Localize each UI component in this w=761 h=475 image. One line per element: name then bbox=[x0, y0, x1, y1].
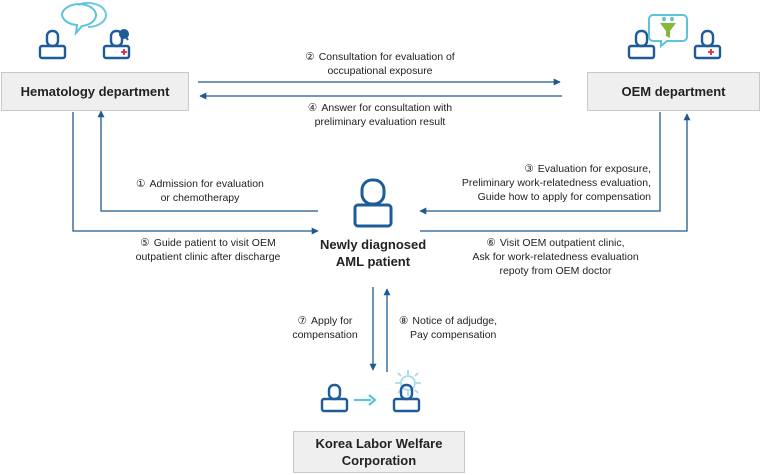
step-4-number: ④ bbox=[307, 102, 318, 114]
step-2-line1: Consultation for evaluation of bbox=[318, 51, 455, 63]
step-8-line1: Notice of adjudge, bbox=[412, 315, 498, 327]
speech-bubble-icon bbox=[60, 2, 107, 37]
step-1-number: ① bbox=[136, 178, 146, 190]
step-2-number: ② bbox=[305, 51, 315, 63]
kolwc-label-line1: Korea Labor Welfare bbox=[315, 436, 443, 451]
step-3-line1: Evaluation for exposure, bbox=[537, 163, 651, 175]
oem-department-label: OEM department bbox=[621, 84, 726, 99]
person-icon bbox=[353, 178, 393, 228]
step-8-number: ⑧ bbox=[399, 315, 409, 327]
step-5-number: ⑤ bbox=[140, 237, 150, 249]
arrow-step-1 bbox=[97, 110, 318, 212]
step-5-line1: Guide patient to visit OEM bbox=[153, 237, 276, 249]
funnel-icon bbox=[648, 14, 688, 49]
step-5-line2: outpatient clinic after discharge bbox=[135, 251, 281, 263]
korea-labor-welfare-box: Korea Labor Welfare Corporation bbox=[293, 431, 465, 473]
person-icon bbox=[627, 29, 656, 60]
step-6-line1: Visit OEM outpatient clinic, bbox=[499, 237, 625, 249]
doctor-icon bbox=[693, 29, 722, 60]
person-icon bbox=[392, 383, 421, 413]
step-7-number: ⑦ bbox=[297, 315, 307, 327]
patient-label-line2: AML patient bbox=[335, 254, 411, 269]
gear-icon bbox=[395, 370, 421, 396]
step-2-line2: occupational exposure bbox=[327, 65, 433, 77]
person-icon bbox=[320, 383, 349, 413]
kolwc-label-line2: Corporation bbox=[341, 453, 417, 468]
person-icon bbox=[38, 29, 67, 60]
arrow-step-5 bbox=[72, 112, 319, 235]
step-3-line2: Preliminary work-relatedness evaluation, bbox=[461, 177, 651, 189]
step-6-line2: Ask for work-relatedness evaluation bbox=[472, 251, 639, 263]
step-7-line1: Apply for bbox=[310, 315, 353, 327]
arrow-step-3 bbox=[419, 112, 661, 215]
step-1-line1: Admission for evaluation bbox=[149, 178, 264, 190]
patient-label: Newly diagnosed AML patient bbox=[320, 236, 426, 270]
step-4-line1: Answer for consultation with bbox=[321, 102, 453, 114]
patient-label-line1: Newly diagnosed bbox=[320, 237, 427, 252]
arrow-right-icon bbox=[354, 394, 377, 406]
hematology-department-box: Hematology department bbox=[1, 72, 189, 111]
step-8-line2: Pay compensation bbox=[410, 329, 497, 341]
step-7-line2: compensation bbox=[292, 329, 358, 341]
arrow-step-6 bbox=[420, 113, 691, 232]
step-3-line3: Guide how to apply for compensation bbox=[477, 191, 651, 203]
step-6-number: ⑥ bbox=[486, 237, 496, 249]
hematology-department-label: Hematology department bbox=[20, 84, 170, 99]
doctor-icon bbox=[102, 29, 131, 60]
step-3-number: ③ bbox=[524, 163, 534, 175]
step-1-line2: or chemotherapy bbox=[160, 192, 240, 204]
step-4-line2: preliminary evaluation result bbox=[314, 116, 446, 128]
oem-department-box: OEM department bbox=[587, 72, 760, 111]
step-6-line3: repoty from OEM doctor bbox=[499, 265, 612, 277]
